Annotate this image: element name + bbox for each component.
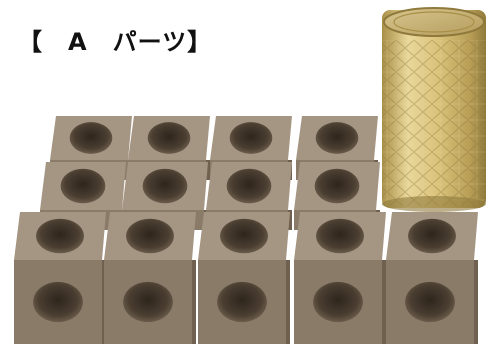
cube-top-hole (36, 218, 84, 254)
cube-top-hole (60, 168, 106, 204)
cube-side-edge (288, 210, 292, 230)
wood-cube (294, 212, 386, 344)
cube-front-hole (33, 281, 83, 323)
front-row-cubes (14, 212, 478, 344)
cube-top-hole (147, 122, 191, 154)
can-pattern (382, 40, 486, 206)
wood-cube (104, 212, 196, 344)
wood-cube (198, 212, 290, 344)
can-base (382, 196, 486, 212)
cube-side-edge (474, 260, 478, 344)
cube-top-hole (220, 218, 268, 254)
gold-can (382, 7, 486, 212)
cube-side-edge (286, 260, 290, 344)
caption-title: 【 A パーツ】 (18, 28, 213, 56)
cube-side-edge (382, 260, 386, 344)
cube-top-hole (229, 122, 273, 154)
cube-side-edge (206, 160, 210, 180)
cube-top-hole (315, 122, 359, 154)
cube-top-hole (126, 218, 174, 254)
cube-front-hole (123, 281, 173, 323)
cube-top-hole (316, 218, 364, 254)
cube-top-hole (142, 168, 188, 204)
cube-top-hole (408, 218, 456, 254)
cube-top-hole (314, 168, 360, 204)
can-lid-ring (393, 11, 475, 33)
wood-cube (386, 212, 478, 344)
cube-side-edge (192, 260, 196, 344)
wood-cube (14, 212, 106, 344)
can-lid (383, 7, 485, 37)
cube-top-hole (226, 168, 272, 204)
cube-front-hole (405, 281, 455, 323)
cube-top-hole (69, 122, 113, 154)
cube-front-hole (217, 281, 267, 323)
cube-front-hole (313, 281, 363, 323)
